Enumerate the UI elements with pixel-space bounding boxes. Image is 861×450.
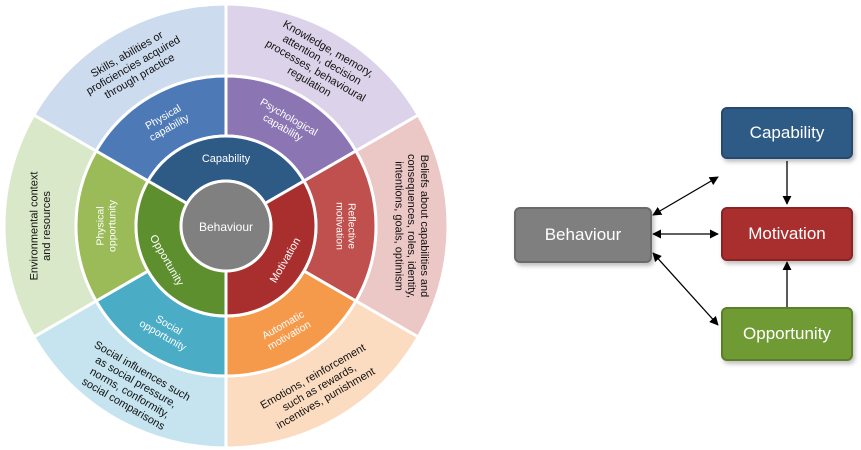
- behaviour-hub-label: Behaviour: [199, 220, 253, 234]
- description-ring: [2, 2, 450, 450]
- capability-node: Capability: [721, 107, 853, 159]
- description-label-6: Environmental contextand resources: [29, 172, 54, 281]
- behaviour-node: Behaviour: [514, 207, 652, 263]
- opportunity-node: Opportunity: [721, 307, 853, 361]
- subcomponent-label-physical-opportunity: Physicalopportunity: [95, 199, 119, 252]
- subcomponent-ring: [74, 74, 378, 378]
- arrow-behaviour-opportunity: [652, 252, 719, 326]
- flow-arrows: [652, 161, 792, 326]
- component-ring: [134, 134, 318, 318]
- com-b-wheel: Behaviour CapabilityMotivationOpportunit…: [2, 2, 450, 450]
- description-label-3: Beliefs about capabilities andconsequenc…: [393, 154, 430, 298]
- behaviour-hub: [179, 179, 273, 273]
- component-label-capability: Capability: [202, 153, 251, 165]
- motivation-node: Motivation: [721, 207, 853, 261]
- arrow-behaviour-capability: [652, 176, 719, 216]
- com-b-flow-diagram: Behaviour Capability Motivation Opportun…: [500, 95, 861, 375]
- subcomponent-label-reflective-motivation: Reflectivemotivation: [333, 202, 357, 250]
